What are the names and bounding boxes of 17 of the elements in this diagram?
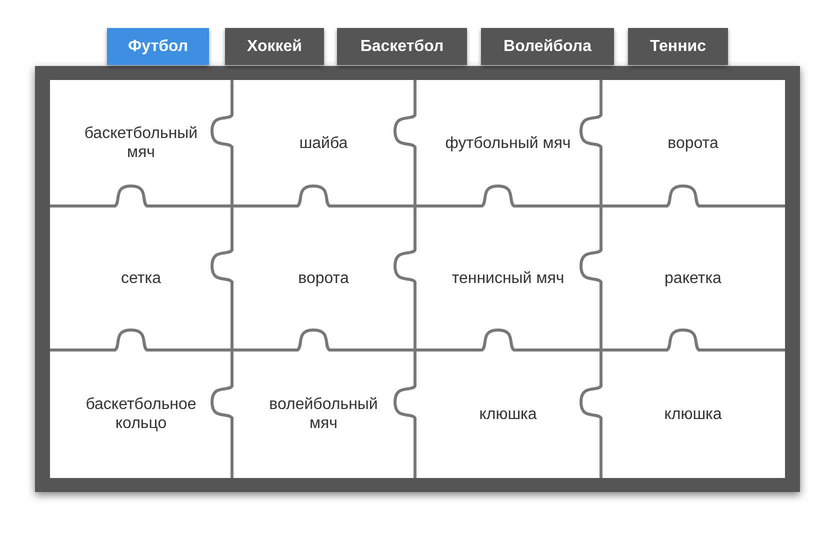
piece-label: шайба — [299, 134, 348, 152]
piece-label: баскетбольное кольцо — [84, 395, 198, 433]
piece-label: клюшка — [479, 404, 537, 424]
tab: Футбол — [107, 28, 209, 65]
piece-label: ворота — [298, 268, 349, 288]
piece-label: клюшка — [664, 404, 722, 424]
tab: Теннис — [628, 28, 728, 65]
piece-label: сетка — [121, 268, 161, 288]
piece-label: теннисный мяч — [452, 268, 564, 288]
piece-label: футбольный мяч — [445, 134, 571, 152]
tab: Баскетбол — [337, 28, 467, 65]
tab: Хоккей — [225, 28, 324, 65]
piece-label: ракетка — [664, 268, 722, 288]
piece-label: волейбольный мяч — [268, 395, 379, 433]
tab: Волейбола — [481, 28, 614, 65]
piece-label: баскетбольный мяч — [83, 124, 199, 162]
piece-label: ворота — [668, 134, 718, 152]
